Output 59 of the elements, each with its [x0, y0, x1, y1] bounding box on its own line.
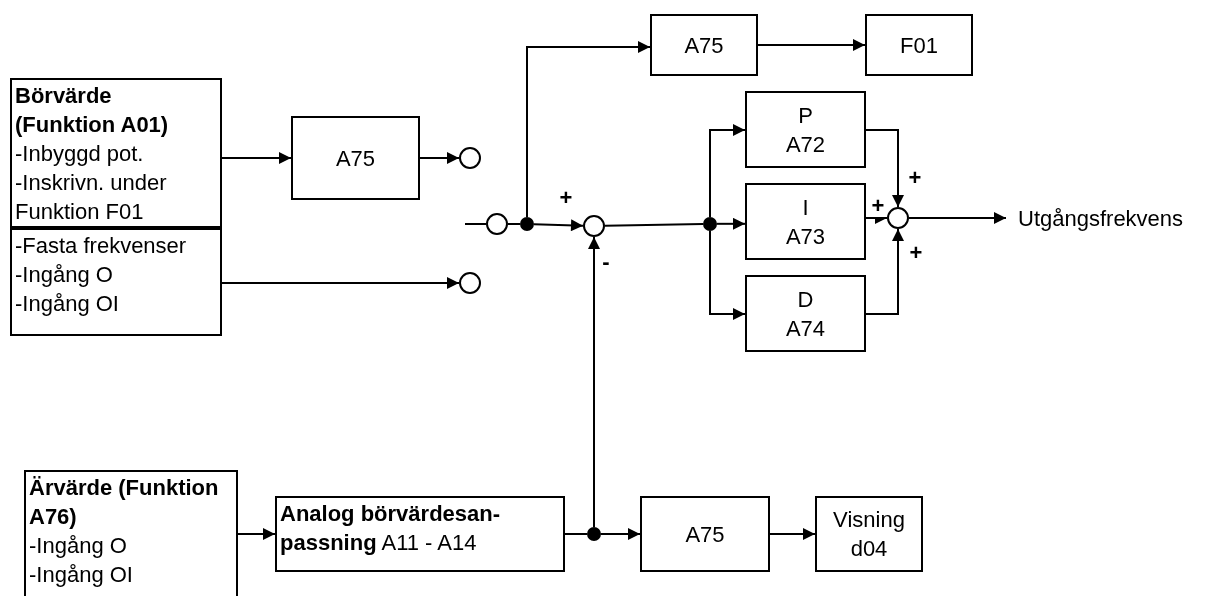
- box-text: A73: [785, 222, 826, 251]
- box-text: D: [797, 285, 814, 314]
- box-text: d04: [850, 535, 888, 563]
- process-box: [640, 496, 770, 572]
- arrow: [865, 129, 904, 208]
- process-box: [745, 91, 866, 168]
- process-box: [650, 14, 758, 76]
- process-box: [745, 275, 866, 352]
- box-text: Analog börvärdesan- passning A11 - A14: [280, 500, 502, 557]
- process-box: [275, 496, 565, 572]
- junction-circle: [459, 272, 481, 294]
- box-text: -Ingång OI: [15, 290, 119, 318]
- process-box: [745, 183, 866, 260]
- arrow: [600, 528, 641, 540]
- box-text: Ärvärde (Funktion A76): [29, 474, 220, 531]
- box-text: -Ingång OI: [29, 561, 133, 589]
- process-box: [815, 496, 923, 572]
- arrow: [221, 277, 460, 289]
- box-text: -Ingång O: [15, 261, 113, 289]
- arrow: [237, 528, 276, 540]
- junction-circle: [459, 147, 481, 169]
- box-text: I: [802, 193, 809, 222]
- arrow: [419, 152, 460, 164]
- box-text: P: [798, 101, 813, 130]
- branch-dot: [587, 527, 601, 541]
- box-text: A75: [685, 520, 725, 549]
- box-text: A75: [335, 144, 376, 173]
- junction-circle: [887, 207, 909, 229]
- branch-dot: [703, 217, 717, 231]
- box-text: -Ingång O: [29, 532, 127, 560]
- process-box: [24, 470, 238, 596]
- arrow: [221, 152, 292, 164]
- process-box: [865, 14, 973, 76]
- output-label: Utgångsfrekvens: [1018, 204, 1184, 233]
- arrow: [769, 528, 816, 540]
- junction-circle: [583, 215, 605, 237]
- arrow: [716, 217, 746, 230]
- box-text: Visning: [833, 506, 905, 534]
- arrow: [588, 236, 600, 528]
- arrow: [533, 219, 584, 232]
- process-box: [10, 228, 222, 336]
- box-text: A74: [785, 314, 826, 343]
- arrow: [757, 39, 866, 51]
- arrow: [865, 228, 904, 315]
- box-text: F01: [900, 31, 938, 60]
- arrow: [709, 124, 746, 218]
- box-text: -Inskrivn. under Funktion F01: [15, 169, 168, 226]
- branch-dot: [520, 217, 534, 231]
- process-box: [10, 78, 222, 228]
- process-box: [291, 116, 420, 200]
- box-text: Börvärde (Funktion A01): [15, 82, 170, 139]
- arrow: [526, 41, 651, 218]
- box-text: A75: [684, 31, 724, 60]
- arrow: [908, 212, 1007, 224]
- box-text: -Fasta frekvenser: [15, 232, 187, 260]
- box-text: A72: [785, 130, 826, 159]
- box-text: -Inbyggd pot.: [15, 140, 144, 168]
- junction-circle: [486, 213, 508, 235]
- arrow: [709, 230, 746, 320]
